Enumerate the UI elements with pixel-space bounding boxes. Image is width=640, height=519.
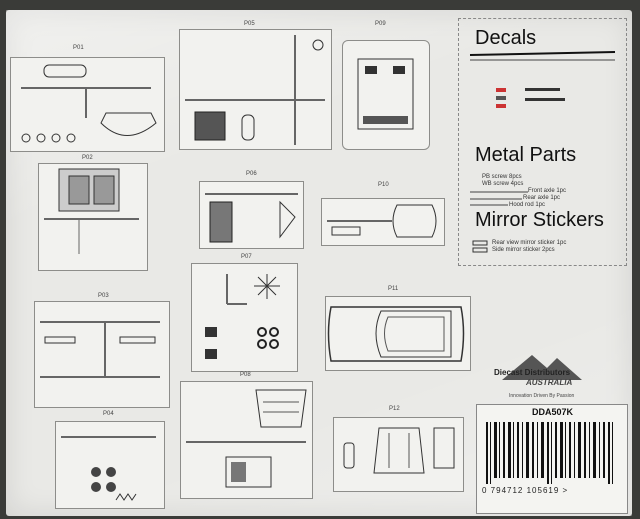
panel-label-p10: P10: [378, 182, 389, 188]
panel-label-p09: P09: [375, 21, 386, 27]
sprue-drawing: [357, 58, 414, 130]
panel-label-p03: P03: [98, 293, 109, 299]
barcode-bars: [486, 422, 613, 484]
metal-parts-drawing: [470, 191, 528, 206]
metal-item-front-axle: Front axle 1pc: [528, 188, 567, 194]
part-sprue-p12: [333, 417, 464, 492]
part-sprue-p01: [10, 57, 165, 152]
sprue-drawing: [61, 436, 156, 501]
sprue-drawing: [205, 193, 298, 243]
panel-label-p07: P07: [241, 254, 252, 260]
panel-label-p12: P12: [389, 406, 400, 412]
brand-tagline: Innovation Driven By Passion: [509, 393, 575, 399]
part-sprue-p09: [342, 40, 430, 150]
mirror-item-side: Side mirror sticker 2pcs: [492, 247, 555, 253]
part-sprue-p05: [179, 29, 332, 150]
part-sprue-p06: [199, 181, 304, 249]
metal-item-hood-rod: Hood rod 1pc: [509, 202, 546, 208]
panel-label-p08: P08: [240, 372, 251, 378]
part-sprue-p08: [180, 381, 313, 499]
brand-country: AUSTRALIA: [526, 378, 573, 387]
part-sprue-p03: [34, 301, 170, 408]
metal-parts-heading: Metal Parts: [475, 144, 577, 166]
panel-label-p06: P06: [246, 171, 257, 177]
panel-label-p05: P05: [244, 21, 255, 27]
mirror-item-rear-view: Rear view mirror sticker 1pc: [492, 240, 567, 246]
decals-drawing: [469, 51, 616, 108]
barcode-digits: 0 794712 105619 >: [482, 486, 569, 495]
sprue-drawing: [185, 35, 325, 145]
sprue-drawing: [44, 168, 139, 254]
part-sprue-p02: [38, 163, 148, 271]
product-code: DDA507K: [532, 407, 574, 417]
mirror-stickers-heading: Mirror Stickers: [475, 209, 604, 231]
sprue-drawing: [186, 389, 307, 488]
metal-item-rear-axle: Rear axle 1pc: [523, 195, 561, 201]
brand-name: Diecast Distributors: [494, 368, 571, 377]
part-sprue-p04: [55, 421, 165, 509]
sprue-drawing: [205, 274, 280, 359]
metal-item-pb-screw: PB screw 8pcs: [482, 174, 522, 180]
sprue-drawing: [40, 321, 160, 378]
panel-label-p04: P04: [103, 411, 114, 417]
panel-label-p01: P01: [73, 45, 84, 51]
sprue-drawing: [327, 204, 437, 238]
panel-label-p02: P02: [82, 155, 93, 161]
metal-item-wb-screw: WB screw 4pcs: [482, 181, 524, 187]
accessories-panel: [458, 18, 627, 266]
brand-logo-icon: [502, 355, 582, 380]
part-sprue-p07: [191, 263, 298, 372]
panel-label-p11: P11: [388, 286, 399, 292]
mirror-sticker-drawing: [472, 240, 488, 253]
part-sprue-p10: [321, 198, 445, 246]
part-sprue-p11: [325, 296, 471, 371]
sprue-drawing: [343, 427, 455, 474]
sprue-drawing: [21, 64, 157, 143]
car-body-drawing: [327, 306, 465, 362]
decals-heading: Decals: [475, 27, 537, 49]
